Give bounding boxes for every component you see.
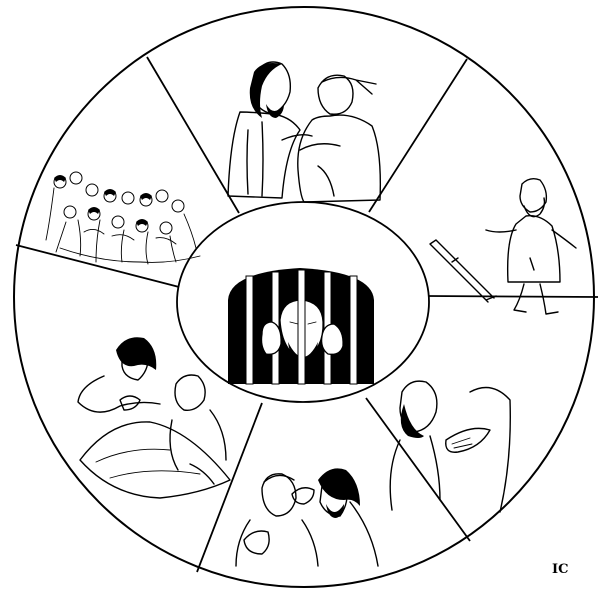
crowd-of-people: [45, 171, 201, 265]
healing-blind-man: [227, 61, 381, 203]
healing-the-sick: [77, 337, 231, 499]
prisoner-behind-bars: [228, 268, 374, 385]
healing-the-deaf: [235, 468, 379, 567]
lame-man-walking: [429, 177, 577, 315]
wheel-spokes: [15, 56, 599, 573]
artist-initials: IC: [552, 562, 569, 577]
healing-mute-man: [389, 380, 511, 513]
